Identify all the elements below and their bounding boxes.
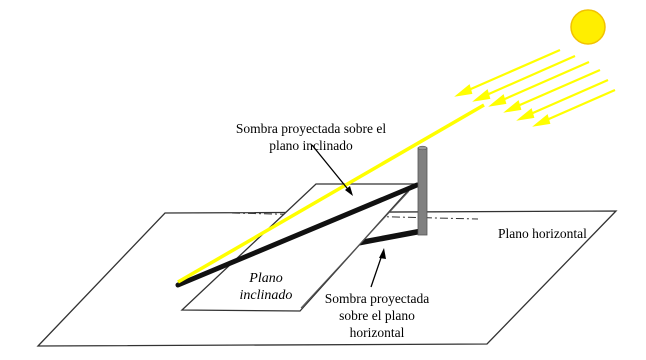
leader-inclined-shadow: [311, 144, 352, 194]
label-line: Sombra proyectada: [324, 291, 430, 306]
label-inclined-plane: Plano inclinado: [226, 270, 306, 304]
label-line: horizontal: [349, 325, 405, 340]
label-line: Sombra proyectada sobre el: [235, 121, 387, 136]
label-line: plano inclinado: [269, 138, 353, 153]
inclined-plane-edge: [300, 190, 410, 309]
label-inclined-shadow: Sombra proyectada sobre el plano inclina…: [216, 120, 406, 154]
leader-arrowhead: [345, 186, 353, 196]
label-line: sobre el plano: [339, 308, 415, 323]
label-horizontal-plane: Plano horizontal: [498, 225, 587, 242]
sun-rays: [454, 48, 616, 127]
label-horizontal-shadow: Sombra proyectada sobre el plano horizon…: [307, 290, 447, 341]
inclined-shadow: [175, 182, 420, 288]
label-line: Plano horizontal: [498, 226, 587, 241]
leader-arrowhead: [379, 248, 386, 259]
pole-top: [417, 145, 428, 151]
sun-ray-main: [177, 103, 485, 284]
label-line: inclinado: [239, 288, 293, 303]
sun-icon: [570, 9, 606, 45]
label-line: Plano: [249, 271, 283, 286]
pole: [417, 147, 428, 236]
inclined-plane: [180, 183, 416, 312]
